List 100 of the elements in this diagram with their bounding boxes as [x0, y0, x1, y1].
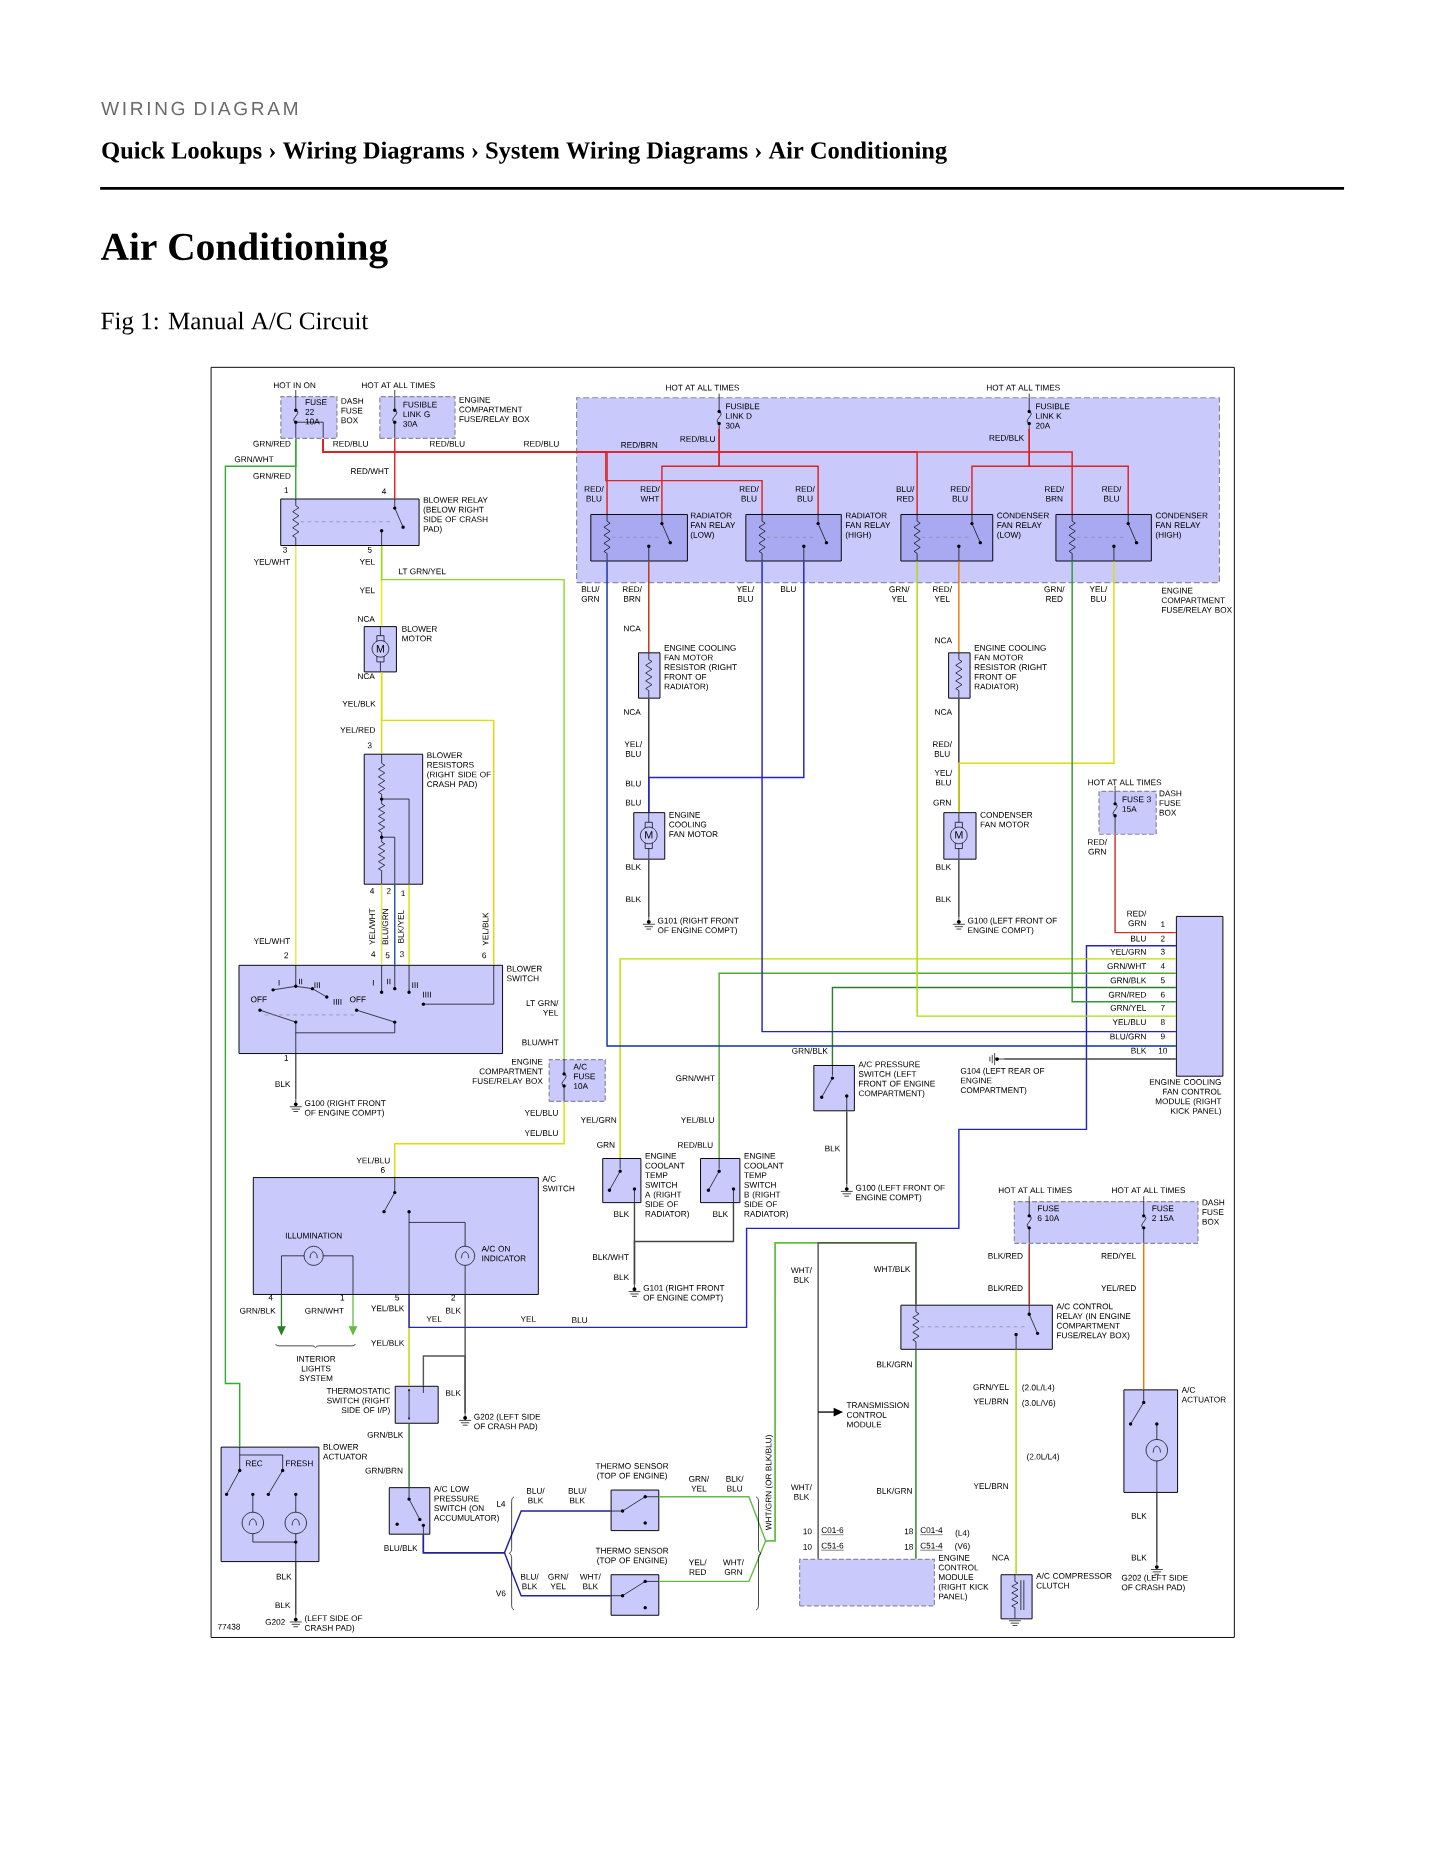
wire-label: WHT/GRN (OR BLK/BLU)	[765, 1435, 773, 1531]
resistor-box: BLOWER RESISTORS (RIGHT SIDE OF CRASH PAD)	[363, 752, 491, 885]
wire-label: GRN/RED	[253, 440, 291, 447]
clutch-box: A/C COMPRESSOR CLUTCH	[1000, 1572, 1112, 1626]
wire-label: BLK	[1131, 1047, 1147, 1054]
wire-label: RED/BLU	[677, 1141, 713, 1148]
pin-number: 18	[904, 1528, 913, 1535]
wire	[380, 671, 495, 966]
node-label: THERMO SENSOR (TOP OF ENGINE)	[595, 1463, 669, 1481]
wire-label: GRN/WHT	[1107, 963, 1146, 970]
node-label: DASH FUSE BOX	[1202, 1199, 1224, 1225]
wire-label: YEL	[359, 558, 375, 565]
pin-number: 6	[1160, 991, 1165, 998]
switch-box: THERMOSTATIC SWITCH (RIGHT SIDE OF I/P)	[326, 1385, 439, 1424]
wire-label: YEL	[426, 1316, 442, 1322]
node-label: A/C SWITCH	[542, 1175, 574, 1192]
node-label: BLOWER MOTOR	[402, 625, 437, 642]
switch-position: III	[314, 982, 320, 988]
node-label: CONDENSER FAN RELAY (LOW)	[996, 512, 1049, 540]
switch-position: IIII	[333, 998, 342, 1005]
node-label: ENGINE COOLANT TEMP SWITCH B (RIGHT SIDE OF RADIATOR)	[743, 1153, 788, 1219]
note-text: (2.0L/L4)	[1026, 1453, 1059, 1462]
wire	[718, 972, 1177, 1159]
wire-label: RED/BLK	[989, 434, 1024, 441]
wire	[393, 438, 396, 500]
wire-label: BLK	[276, 1573, 292, 1580]
wire-label: BLU/ BLK	[568, 1487, 587, 1504]
wire-label: WHT/ GRN	[722, 1559, 744, 1575]
wire-label: RED/ BRN	[1044, 485, 1064, 502]
wire	[1015, 1349, 1017, 1575]
pin-number: 2	[284, 952, 288, 959]
wire-label: RED/ BLU	[739, 485, 759, 502]
wire-label: RED/BLU	[429, 440, 465, 447]
node-label: A/C PRESSURE SWITCH (LEFT FRONT OF ENGINE COMPARTMENT)	[858, 1061, 935, 1098]
actuator-box: A/C ACTUATOR	[1123, 1386, 1226, 1493]
wire-label: YEL/ BLU	[624, 741, 642, 757]
wire-label: BLK	[936, 896, 951, 903]
page-title: Air Conditioning	[100, 232, 388, 269]
wire	[845, 1110, 848, 1185]
wire-label: BLU	[625, 780, 641, 787]
wire-label: GRN/ YEL	[688, 1475, 709, 1492]
wire-label: GRN/RED	[253, 472, 291, 479]
sensor-box: THERMO SENSOR (TOP OF ENGINE)	[595, 1463, 669, 1532]
wire	[1114, 834, 1177, 934]
motor-letter: M	[645, 831, 653, 839]
ground-point: G101 (RIGHT FRONT OF ENGINE COMPT)	[627, 1284, 725, 1303]
wire-label: NCA	[357, 673, 375, 680]
wire-label: YEL	[359, 587, 375, 594]
wire-label: BLK	[275, 1081, 291, 1087]
pin-number: 8	[1160, 1019, 1165, 1025]
wire-label: RED/BLU	[680, 435, 715, 442]
wire-label: RED/BLU	[524, 440, 559, 447]
switch-position: IIII	[422, 991, 431, 998]
wire-label: BLK/GRN	[876, 1487, 912, 1494]
node-label: ENGINE COMPARTMENT FUSE/RELAY BOX	[472, 1058, 543, 1084]
node-label: CONDENSER FAN RELAY (HIGH)	[1155, 512, 1208, 540]
node-label: ENGINE COOLANT TEMP SWITCH A (RIGHT SIDE OF RADIATOR)	[644, 1153, 689, 1219]
ground-point: G202 (LEFT SIDE OF CRASH PAD)	[458, 1412, 541, 1431]
wire-label: BLK	[275, 1602, 291, 1609]
wire-label: GRN/YEL	[973, 1384, 1009, 1391]
wire-label: YEL/ RED	[688, 1559, 707, 1575]
wire-label: BLK	[445, 1390, 461, 1396]
motor-letter: M	[376, 645, 384, 653]
wire-label: GRN/BLK	[367, 1431, 403, 1438]
node-label: G202 (LEFT SIDE OF CRASH PAD)	[1121, 1574, 1188, 1592]
pin-number: 4	[1160, 963, 1165, 969]
wire-label: GRN/BLK	[791, 1047, 828, 1054]
wire-label: BLK	[625, 864, 641, 870]
wire-label: GRN/WHT	[304, 1307, 344, 1314]
wire-label: YEL/BLU	[524, 1109, 558, 1116]
wire-label: YEL/RED	[1101, 1285, 1136, 1292]
relay-box: CONDENSER FAN RELAY (HIGH)	[1055, 512, 1208, 562]
pin-number: 1	[284, 1055, 288, 1061]
wire-label: BLU/WHT	[522, 1039, 559, 1046]
fuse-box: HOT IN ON FUSE 22 10A DASH FUSE BOX	[273, 382, 363, 439]
fuse-label: HOT AT ALL TIMES FUSIBLE LINK D 30A	[665, 384, 760, 433]
wire-label: RED/ WHT	[640, 485, 660, 502]
wire	[224, 438, 297, 1448]
wire-label: BLU/ RED	[896, 485, 915, 502]
wire	[408, 945, 1177, 1329]
wire-label: GRN	[596, 1142, 615, 1148]
resistor-box: ENGINE COOLING FAN MOTOR RESISTOR (RIGHT FRONT OF RADIATOR)	[637, 644, 737, 699]
wire-label: BLU	[1130, 935, 1146, 942]
pin-number: 1	[284, 487, 288, 493]
wire-label: NCA	[935, 709, 952, 715]
wire	[294, 545, 297, 966]
wire-label: BLK/YEL	[397, 910, 404, 943]
wire-label: YEL/WHT	[253, 558, 290, 565]
switch-position: OFF	[349, 996, 366, 1003]
wire-label: YEL/BLU	[1112, 1019, 1146, 1026]
wire-label: YEL/BLK	[370, 1305, 404, 1312]
wire	[915, 1349, 917, 1560]
wire-label: RED/WHT	[351, 468, 389, 475]
wire-label: YEL/ BLU	[736, 586, 755, 602]
pin-number: 5	[395, 1294, 399, 1301]
node-label: BLOWER SWITCH	[506, 965, 542, 982]
wire-label: RED/ BLU	[1102, 485, 1122, 502]
wire-label: BLU/ BLK	[526, 1487, 545, 1504]
wire	[1003, 1058, 1177, 1060]
wire-label: BLU/ GRN	[581, 586, 600, 602]
